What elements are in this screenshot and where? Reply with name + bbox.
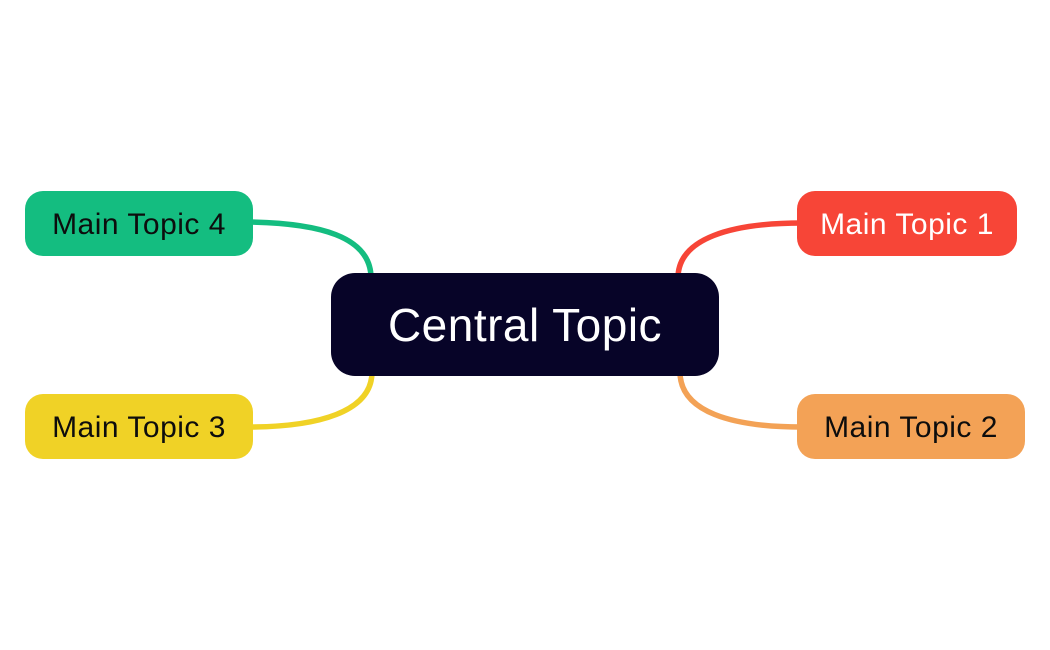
node-label-main-topic-1[interactable]: Main Topic 1 xyxy=(820,208,994,241)
node-label-main-topic-2[interactable]: Main Topic 2 xyxy=(824,411,998,444)
node-group-main-topic-1[interactable]: Main Topic 1 xyxy=(797,191,1017,256)
connector-main-topic-3 xyxy=(245,369,375,430)
connector-main-topic-1 xyxy=(675,220,805,281)
node-group-main-topic-2[interactable]: Main Topic 2 xyxy=(797,394,1025,459)
connector-main-topic-2 xyxy=(677,369,805,430)
node-main-topic-2[interactable] xyxy=(797,394,1025,459)
node-label-central-topic[interactable]: Central Topic xyxy=(388,299,662,351)
node-main-topic-4[interactable] xyxy=(25,191,253,256)
node-main-topic-3[interactable] xyxy=(25,394,253,459)
node-main-topic-1[interactable] xyxy=(797,191,1017,256)
node-group-central-topic[interactable]: Central Topic xyxy=(331,273,719,376)
node-group-main-topic-3[interactable]: Main Topic 3 xyxy=(25,394,253,459)
node-group-main-topic-4[interactable]: Main Topic 4 xyxy=(25,191,253,256)
connector-main-topic-4 xyxy=(245,219,374,281)
node-label-main-topic-4[interactable]: Main Topic 4 xyxy=(52,208,226,241)
node-label-main-topic-3[interactable]: Main Topic 3 xyxy=(52,411,226,444)
node-central-topic[interactable] xyxy=(331,273,719,376)
